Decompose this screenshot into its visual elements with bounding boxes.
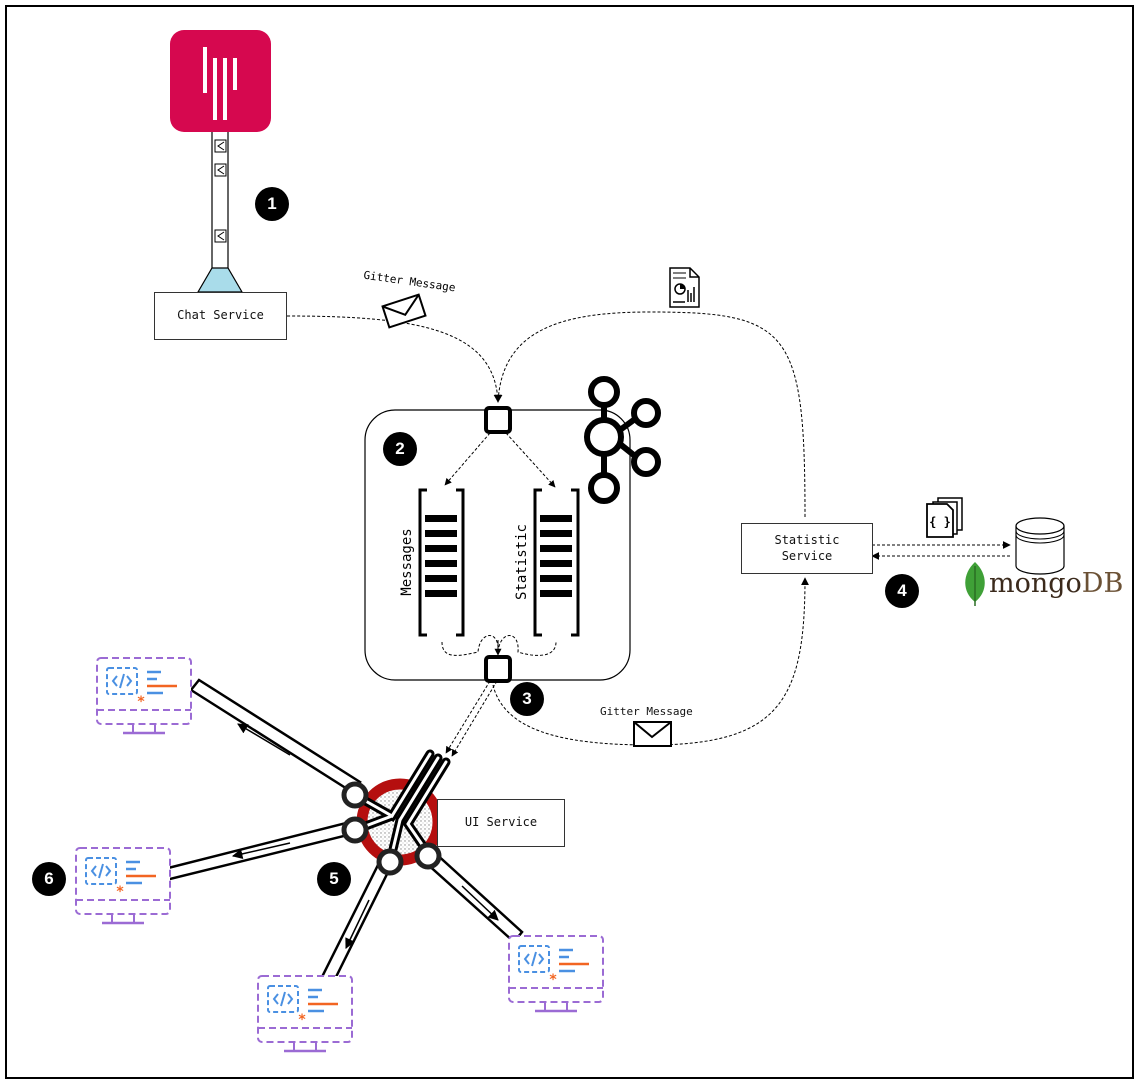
funnel-icon — [196, 267, 244, 293]
statistic-to-kafka-connector — [494, 311, 806, 518]
messages-topic — [418, 488, 465, 637]
mongodb-wordmark-suffix: DB — [1081, 568, 1124, 599]
step-badge-6: 6 — [32, 862, 66, 896]
kafka-output-port — [484, 655, 512, 683]
mongodb-wordmark-prefix: mongo — [989, 568, 1082, 599]
chat-to-kafka-connector — [286, 315, 502, 403]
statistic-service-label-line1: Statistic — [774, 532, 840, 547]
kafka-input-port — [484, 406, 512, 434]
message-token-icon — [214, 163, 227, 177]
database-icon — [1015, 517, 1065, 575]
client-monitor-icon — [507, 934, 605, 1013]
chat-service-label: Chat Service — [177, 308, 264, 323]
client-monitor-icon — [256, 974, 354, 1053]
report-icon — [669, 267, 700, 308]
ui-hub-icon — [341, 749, 451, 876]
ui-service-label: UI Service — [464, 815, 538, 830]
step-badge-3: 3 — [510, 682, 544, 716]
gitter-logo-icon — [170, 30, 271, 132]
client-monitor-icon — [74, 846, 172, 925]
envelope-icon — [381, 293, 427, 329]
statistic-service-label-line2: Service — [781, 548, 833, 563]
svg-text:{ }: { } — [929, 515, 951, 529]
ui-service-node: UI Service — [437, 799, 565, 847]
client-monitor-icon — [95, 656, 193, 735]
mongodb-leaf-icon — [965, 562, 985, 606]
gitter-message-label-top: Gitter Message — [363, 269, 457, 295]
message-token-icon — [214, 139, 227, 153]
step-badge-2: 2 — [383, 432, 417, 466]
diagram-frame — [5, 5, 1134, 1079]
message-queue-pole — [196, 132, 244, 293]
statistic-topic — [533, 488, 580, 637]
step-badge-5: 5 — [317, 862, 351, 896]
json-documents-icon: { } — [926, 497, 963, 538]
envelope-icon — [633, 721, 672, 747]
statistic-service-node: Statistic Service — [741, 523, 873, 574]
messages-topic-label: Messages — [399, 528, 415, 595]
chat-service-node: Chat Service — [154, 292, 287, 340]
statistic-topic-label: Statistic — [514, 524, 530, 600]
gitter-message-label-bottom: Gitter Message — [600, 705, 693, 718]
mongodb-wordmark: mongoDB — [989, 568, 1123, 599]
message-token-icon — [214, 229, 227, 243]
step-badge-1: 1 — [255, 187, 289, 221]
kafka-logo-icon — [584, 376, 661, 504]
step-badge-4: 4 — [885, 574, 919, 608]
